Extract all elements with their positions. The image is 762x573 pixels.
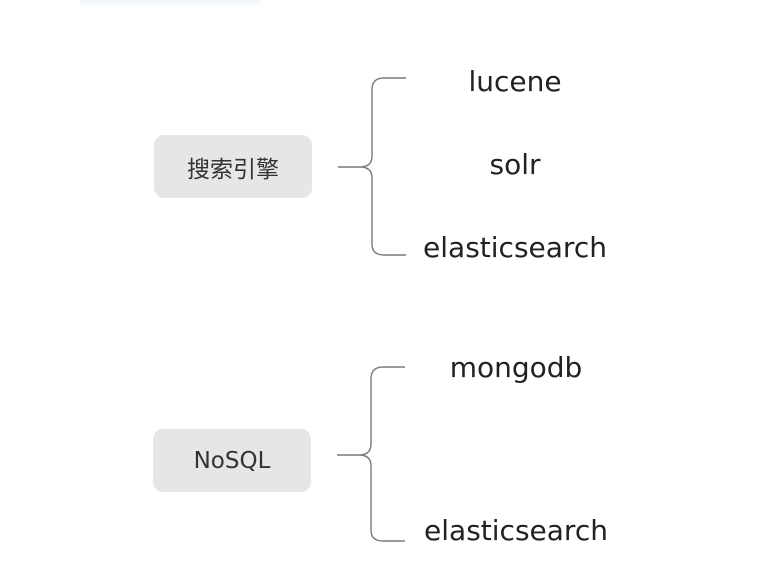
root-node-search-engine: 搜索引擎 <box>154 135 312 198</box>
leaf-node-elasticsearch-2: elasticsearch <box>424 514 608 547</box>
brace-nosql <box>358 366 405 542</box>
leaf-node-solr: solr <box>489 148 541 181</box>
leaf-node-lucene: lucene <box>468 65 562 98</box>
leaf-node-mongodb: mongodb <box>449 351 583 384</box>
brace-search <box>359 77 406 256</box>
root-label-nosql: NoSQL <box>193 447 271 474</box>
top-edge-fade <box>80 0 260 6</box>
root-label-search-engine: 搜索引擎 <box>187 156 279 183</box>
root-node-nosql: NoSQL <box>153 429 311 492</box>
leaf-node-elasticsearch-1: elasticsearch <box>423 231 607 264</box>
